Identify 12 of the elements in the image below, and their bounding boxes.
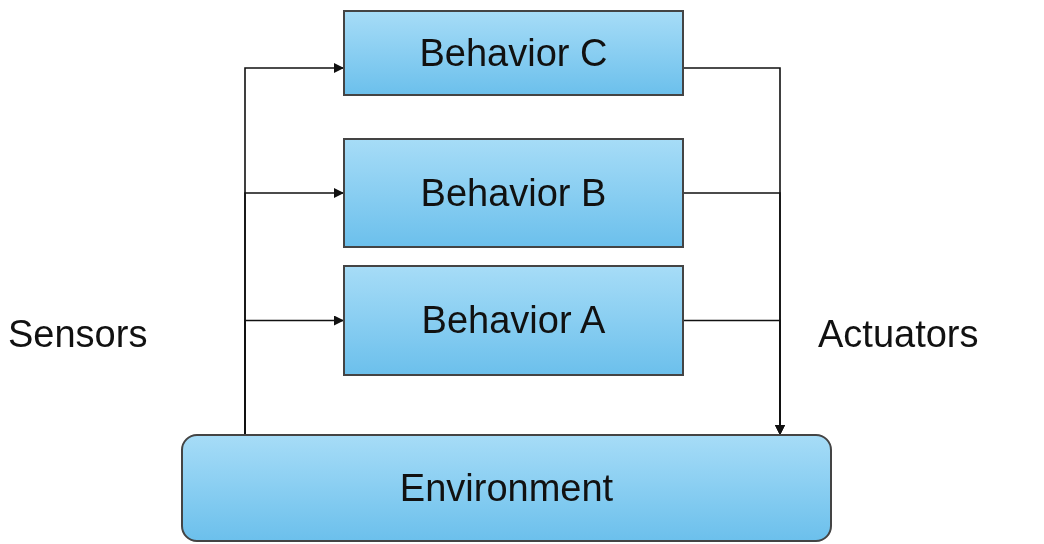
environment-box — [181, 434, 832, 542]
arrow — [244, 315, 344, 435]
box-label: Environment — [399, 466, 614, 510]
behavior-box — [343, 10, 684, 96]
box-label: Behavior B — [420, 171, 607, 215]
arrow — [683, 319, 785, 435]
side-label: Actuators — [818, 313, 979, 356]
box-label: Behavior C — [419, 31, 608, 75]
behavior-box — [343, 265, 684, 376]
side-label: Sensors — [8, 313, 148, 356]
box-label: Behavior A — [421, 299, 606, 342]
behavior-box — [343, 138, 684, 248]
